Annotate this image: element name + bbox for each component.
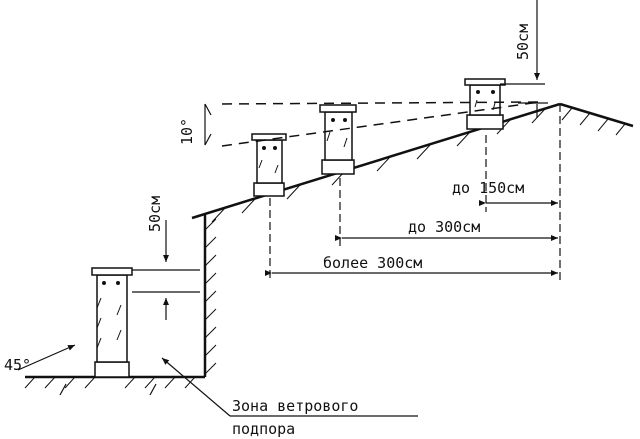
chimney-roof-1 [251, 133, 287, 197]
chimney-near-ridge [464, 78, 506, 130]
label-ground-angle: 45° [4, 356, 31, 374]
ten-degree-bracket [204, 103, 212, 146]
forty-five-degree-marks [17, 344, 157, 396]
chimney-low-roof [91, 267, 133, 378]
label-ridge-height: 50см [514, 24, 532, 60]
ridge-height-dimension [500, 0, 548, 118]
label-wind-zone-2: подпора [232, 420, 295, 438]
chimney-roof-2 [319, 104, 357, 175]
label-dist-300: до 300см [408, 218, 480, 236]
roof-slope-right [559, 102, 634, 128]
low-roof [24, 375, 205, 389]
ten-degree-lines [221, 101, 541, 147]
label-wind-zone-1: Зона ветрового [232, 397, 358, 415]
low-chimney-height-dimension [132, 220, 200, 320]
label-roof-angle: 10° [178, 118, 196, 145]
distance-dimensions [265, 104, 561, 282]
label-dist-150: до 150см [452, 179, 524, 197]
roof-slope-left [191, 102, 561, 220]
building-wall [203, 215, 217, 377]
wind-zone-callout [161, 357, 418, 417]
label-dist-more-300: более 300см [323, 254, 422, 272]
label-low-chimney-height: 50см [146, 196, 164, 232]
